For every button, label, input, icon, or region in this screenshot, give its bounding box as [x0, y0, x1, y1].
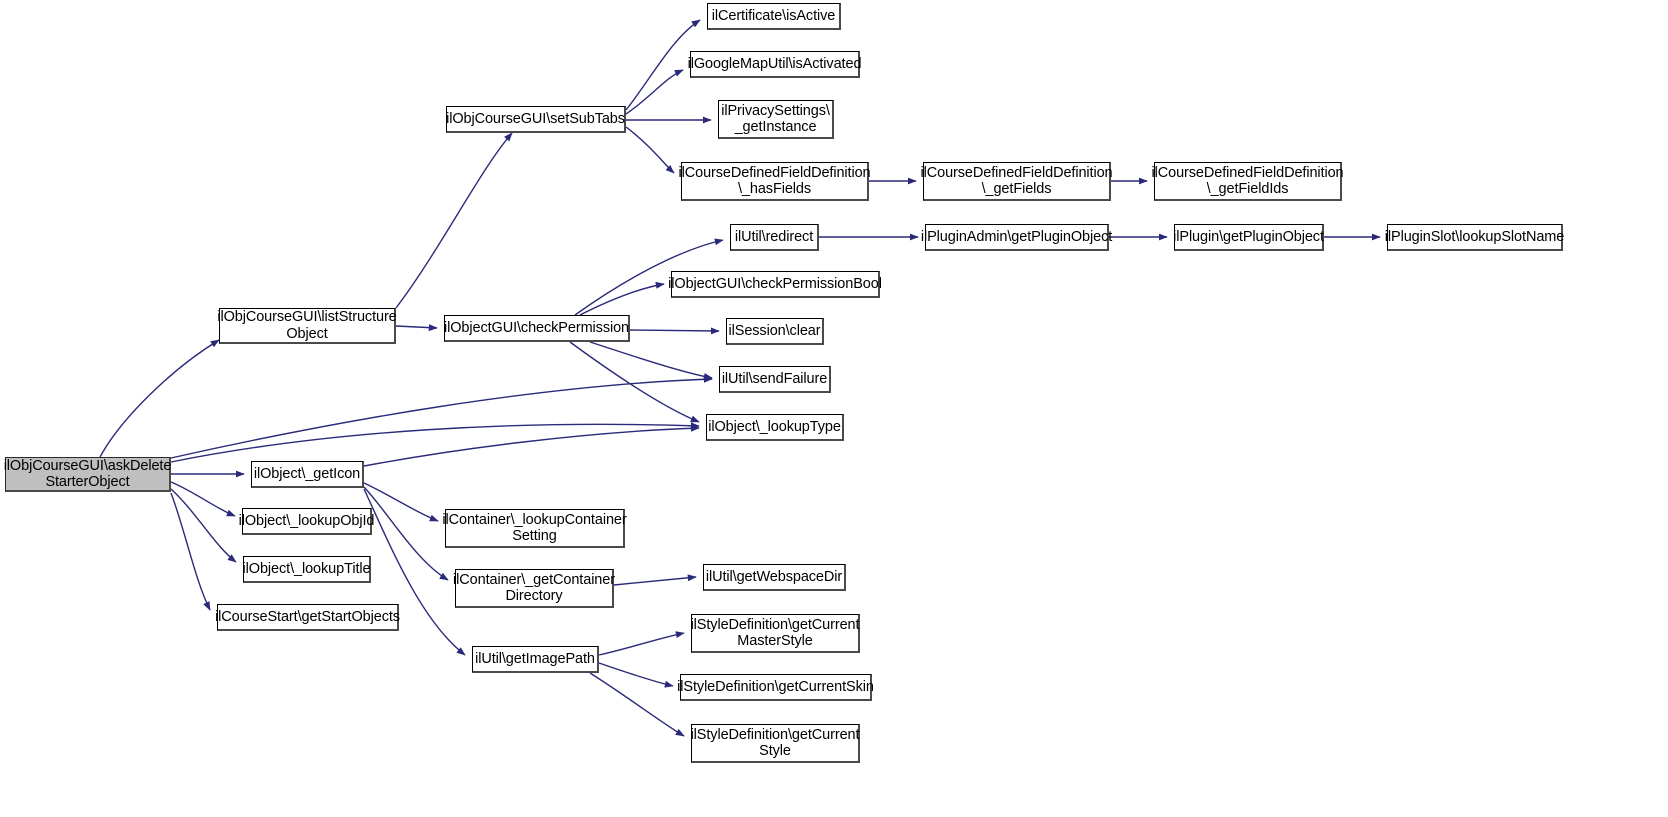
graph-node-askDeleteStarterObject[interactable]: ilObjCourseGUI\askDelete StarterObject [3, 457, 172, 492]
graph-node-lookupTitle[interactable]: ilObject\_lookupTitle [243, 556, 371, 583]
graph-node-getCurrentMasterStyle[interactable]: ilStyleDefinition\getCurrent MasterStyle [691, 614, 860, 653]
graph-node-lookupContainerSetting[interactable]: ilContainer\_lookupContainer Setting [442, 509, 627, 548]
call-edge-checkPermission-to-lookupType [569, 341, 700, 423]
graph-node-setSubTabs[interactable]: ilObjCourseGUI\setSubTabs [446, 106, 626, 133]
graph-node-isActivated[interactable]: ilGoogleMapUtil\isActivated [688, 51, 862, 78]
graph-node-getIcon[interactable]: ilObject\_getIcon [251, 461, 364, 488]
graph-node-hasFields[interactable]: ilCourseDefinedFieldDefinition \_hasFiel… [678, 162, 871, 201]
call-edge-getImagePath-to-getCurrentStyle [589, 672, 685, 737]
call-edge-listStructureObject-to-checkPermission [395, 324, 438, 332]
graph-node-redirect[interactable]: ilUtil\redirect [730, 224, 819, 251]
graph-node-getStartObjects[interactable]: ilCourseStart\getStartObjects [215, 604, 400, 631]
graph-node-isActive[interactable]: ilCertificate\isActive [707, 3, 841, 30]
graph-node-lookupType[interactable]: ilObject\_lookupType [706, 414, 844, 441]
graph-node-getFields[interactable]: ilCourseDefinedFieldDefinition \_getFiel… [920, 162, 1113, 201]
graph-node-getCurrentSkin[interactable]: ilStyleDefinition\getCurrentSkin [677, 674, 874, 701]
call-edge-getContainerDirectory-to-getWebspaceDir [613, 574, 697, 586]
graph-node-lookupSlotName[interactable]: ilPluginSlot\lookupSlotName [1385, 224, 1564, 251]
graph-node-lookupObjId[interactable]: ilObject\_lookupObjId [239, 508, 374, 535]
call-edge-getImagePath-to-getCurrentSkin [598, 662, 674, 688]
graph-node-sendFailure[interactable]: ilUtil\sendFailure [719, 366, 831, 393]
graph-node-getFieldIds[interactable]: ilCourseDefinedFieldDefinition \_getFiel… [1151, 162, 1344, 201]
call-edge-checkPermission-to-checkPermissionBool [579, 281, 665, 316]
call-edge-getImagePath-to-getCurrentMasterStyle [598, 631, 685, 656]
call-edge-checkPermission-to-sendFailure [589, 341, 713, 380]
graph-node-privacyGetInstance[interactable]: ilPrivacySettings\ _getInstance [718, 100, 834, 139]
call-edge-checkPermission-to-sessionClear [629, 327, 720, 335]
graph-node-getCurrentStyle[interactable]: ilStyleDefinition\getCurrent Style [691, 724, 860, 763]
graph-node-getPluginObjectAdmin[interactable]: ilPluginAdmin\getPluginObject [921, 224, 1112, 251]
call-edge-getIcon-to-lookupType [363, 424, 700, 467]
graph-node-listStructureObject[interactable]: ilObjCourseGUI\listStructure Object [217, 308, 397, 344]
graph-node-getImagePath[interactable]: ilUtil\getImagePath [472, 646, 599, 673]
call-edge-setSubTabs-to-isActivated [625, 69, 684, 115]
call-edge-setSubTabs-to-hasFields [625, 126, 675, 174]
call-edge-listStructureObject-to-setSubTabs [395, 132, 513, 309]
call-edge-getIcon-to-lookupContainerSetting [363, 482, 439, 522]
call-edge-askDeleteStarterObject-to-lookupObjId [170, 481, 236, 517]
graph-node-getPluginObject[interactable]: ilPlugin\getPluginObject [1173, 224, 1324, 251]
call-edge-askDeleteStarterObject-to-lookupType [170, 422, 700, 463]
graph-node-checkPermission[interactable]: ilObjectGUI\checkPermission [444, 315, 630, 342]
graph-node-sessionClear[interactable]: ilSession\clear [726, 318, 824, 345]
graph-node-checkPermissionBool[interactable]: ilObjectGUI\checkPermissionBool [668, 271, 882, 298]
call-edge-getIcon-to-getContainerDirectory [363, 486, 449, 581]
graph-node-getContainerDirectory[interactable]: ilContainer\_getContainer Directory [453, 569, 615, 608]
call-edge-askDeleteStarterObject-to-sendFailure [170, 375, 713, 459]
call-edge-askDeleteStarterObject-to-getStartObjects [170, 492, 211, 611]
call-edge-askDeleteStarterObject-to-lookupTitle [170, 488, 237, 563]
call-edge-askDeleteStarterObject-to-listStructureObject [99, 339, 220, 458]
graph-node-getWebspaceDir[interactable]: ilUtil\getWebspaceDir [703, 564, 846, 591]
